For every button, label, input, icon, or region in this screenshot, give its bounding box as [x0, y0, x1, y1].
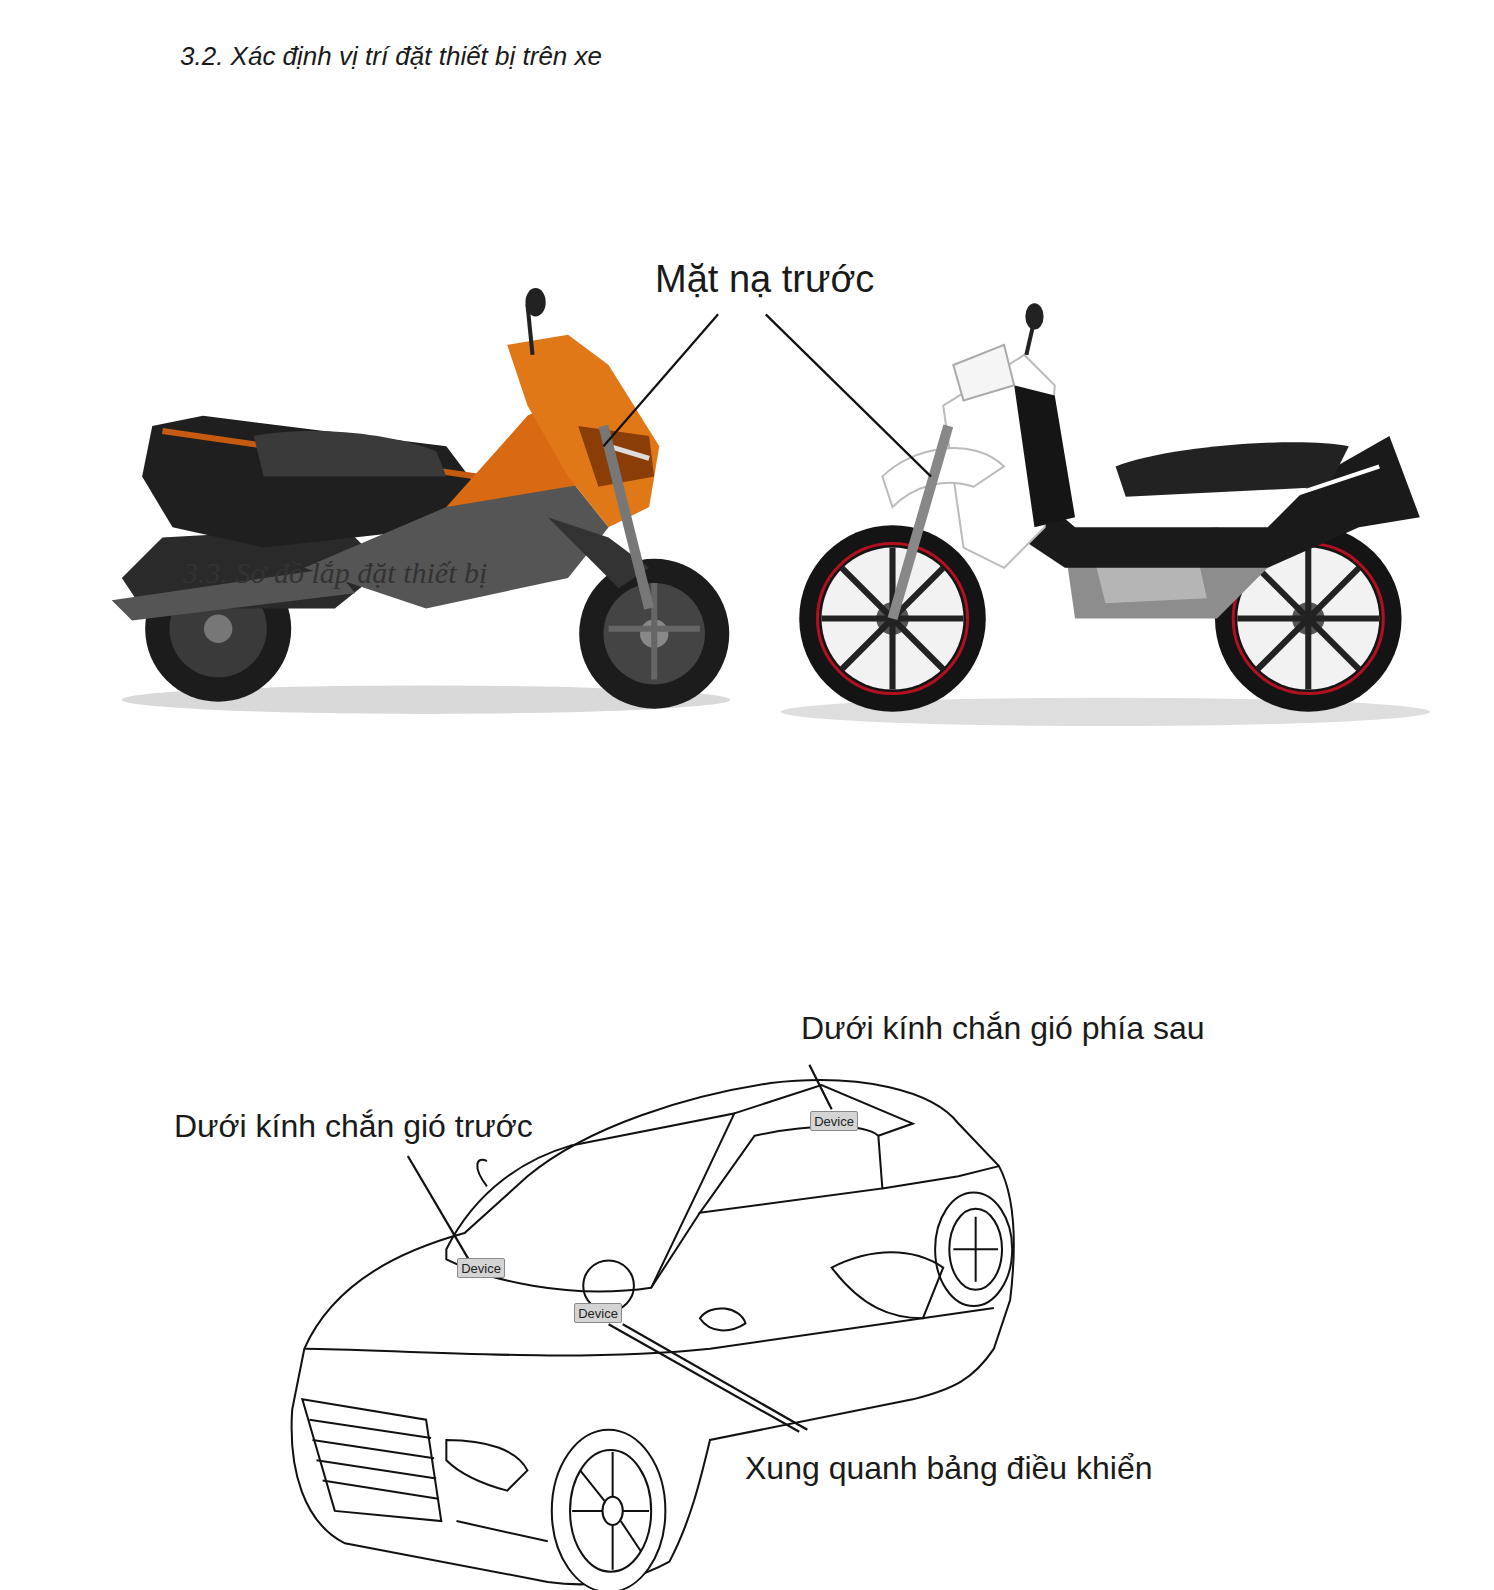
car-illustration: [882, 1166, 999, 1188]
leader-lines: [408, 1156, 469, 1259]
callout-label: Dưới kính chắn gió trước: [174, 1108, 533, 1145]
motorcycle-illustration: [1258, 466, 1380, 507]
motorcycle-illustration: [893, 426, 949, 619]
car-illustration: [456, 1521, 547, 1541]
motorcycle-illustration: [1014, 385, 1075, 527]
car-illustration: [651, 1213, 700, 1288]
motorcycle-illustration: [781, 303, 1430, 726]
car-illustration: [446, 1440, 527, 1491]
device-label: Device: [461, 1262, 501, 1275]
device-box: Device: [457, 1258, 505, 1278]
car-illustration: [603, 1497, 623, 1525]
car-illustration: [700, 1127, 883, 1213]
motorcycle-illustration: [953, 345, 1014, 401]
scooter-illustration: [507, 335, 659, 528]
car-illustration: [302, 1399, 441, 1521]
scooter-illustration: [254, 431, 447, 477]
leader-lines: [809, 1065, 831, 1110]
leader-lines: [609, 1324, 800, 1431]
car-illustration: [309, 1420, 438, 1499]
leader-lines: [408, 314, 931, 1431]
callout-label: Mặt nạ trước: [655, 258, 874, 302]
scooter-illustration: [579, 559, 729, 709]
scooter-illustration: [609, 583, 700, 679]
car-illustration: [949, 1209, 1002, 1290]
car-illustration: [552, 1430, 666, 1590]
motorcycle-illustration: [1025, 303, 1043, 329]
device-label: Device: [578, 1307, 618, 1320]
callout-label: Xung quanh bảng điều khiển: [745, 1450, 1152, 1487]
motorcycle-illustration: [799, 525, 986, 712]
scooter-illustration: [162, 431, 476, 477]
device-box: Device: [810, 1111, 858, 1131]
motorcycle-illustration: [822, 548, 964, 690]
car-illustration: [832, 1252, 944, 1318]
section-heading: 3.3. Sơ đồ lắp đặt thiết bị: [183, 556, 487, 591]
scooter-illustration: [204, 615, 232, 643]
scooter-illustration: [604, 583, 705, 684]
car-illustration: [572, 1452, 649, 1570]
scooter-illustration: [525, 288, 545, 316]
device-box: Device: [574, 1303, 622, 1323]
car-illustration: [953, 1217, 998, 1282]
car-illustration: [700, 1308, 746, 1330]
motorcycle-illustration: [822, 548, 964, 690]
car-illustration: [935, 1193, 1012, 1307]
scooter-illustration: [112, 288, 731, 714]
car-illustration: [477, 1160, 487, 1187]
leader-lines: [766, 314, 931, 476]
car-illustration: [570, 1450, 651, 1572]
title: 3.2. Xác định vị trí đặt thiết bị trên x…: [180, 42, 602, 72]
car-illustration: [292, 1080, 1014, 1590]
leader-lines: [604, 314, 719, 446]
device-label: Device: [814, 1115, 854, 1128]
callout-label: Dưới kính chắn gió phía sau: [801, 1010, 1205, 1047]
scooter-illustration: [604, 426, 650, 609]
leader-lines: [623, 1324, 808, 1429]
